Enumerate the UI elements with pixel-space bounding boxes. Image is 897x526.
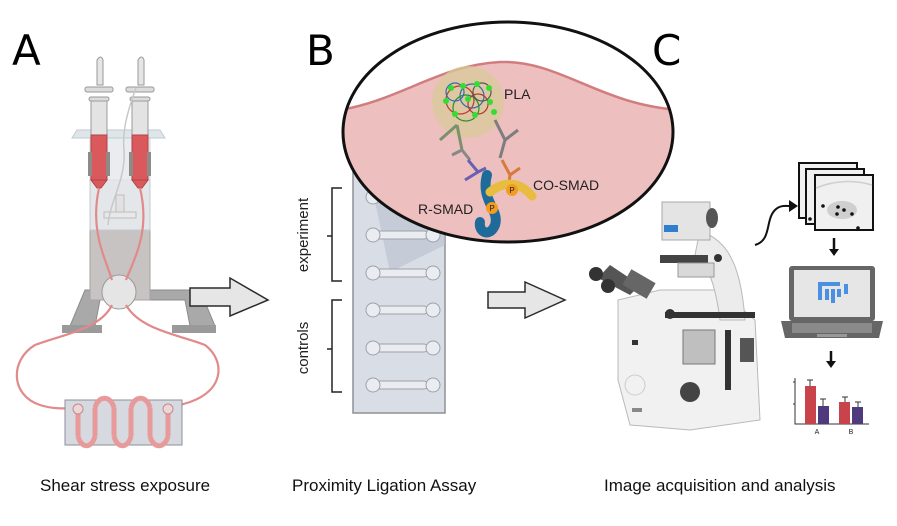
panel-letter-a: A xyxy=(12,26,41,75)
result-bar-chart xyxy=(793,378,869,425)
bar-b-1 xyxy=(839,402,850,424)
cell-membrane xyxy=(343,60,673,112)
bar-b-2 xyxy=(852,407,863,424)
cell-cytoplasm xyxy=(343,61,673,242)
inset-border xyxy=(341,20,675,244)
secondary-antibodies xyxy=(439,119,519,161)
label-pla: PLA xyxy=(504,86,531,102)
pla-inset: P P xyxy=(341,20,675,244)
laptop xyxy=(781,266,883,338)
display-panel xyxy=(664,225,678,232)
camera-head xyxy=(661,201,711,241)
phospho-label: P xyxy=(509,186,514,195)
eyepieces xyxy=(589,265,656,299)
label-r-smad: R-SMAD xyxy=(418,201,473,217)
bar-a-1 xyxy=(805,386,816,424)
chart-label-a: A xyxy=(815,429,820,436)
fiji-logo-icon xyxy=(818,282,848,303)
label-co-smad: CO-SMAD xyxy=(533,177,599,193)
label-controls: controls xyxy=(295,322,312,375)
panel-letter-b: B xyxy=(306,26,335,75)
down-arrow-2-head xyxy=(826,361,836,368)
bar-a-2 xyxy=(818,406,829,424)
chart-label-b: B xyxy=(849,429,854,436)
phospho-r-smad xyxy=(486,202,498,214)
fluorophores xyxy=(443,81,497,118)
caption-pla: Proximity Ligation Assay xyxy=(292,476,477,495)
caption-shear-stress: Shear stress exposure xyxy=(40,476,211,495)
image-stack xyxy=(798,162,874,231)
acquisition-arrow xyxy=(754,204,791,246)
group-brackets xyxy=(327,187,342,393)
inverted-microscope xyxy=(589,201,761,431)
arrow-b-to-c xyxy=(487,280,567,320)
down-arrow-1-head xyxy=(829,249,839,256)
arrow-a-to-b xyxy=(189,276,270,318)
syringe-left xyxy=(84,56,114,189)
flow-channel-slide xyxy=(64,395,183,449)
pump-head xyxy=(101,274,137,310)
label-experiment: experiment xyxy=(295,197,312,272)
phospho-co-smad xyxy=(506,184,518,196)
holder-plate xyxy=(71,129,166,139)
phospho-label: P xyxy=(489,204,494,213)
shear-stress-apparatus xyxy=(15,56,220,449)
panel-letter-c: C xyxy=(652,26,682,75)
bracket-experiment xyxy=(331,187,342,282)
stage xyxy=(665,312,755,318)
caption-image-analysis: Image acquisition and analysis xyxy=(604,476,836,495)
syringe-right xyxy=(107,56,155,226)
acquisition-arrowhead xyxy=(789,200,798,212)
bracket-controls xyxy=(331,299,342,393)
